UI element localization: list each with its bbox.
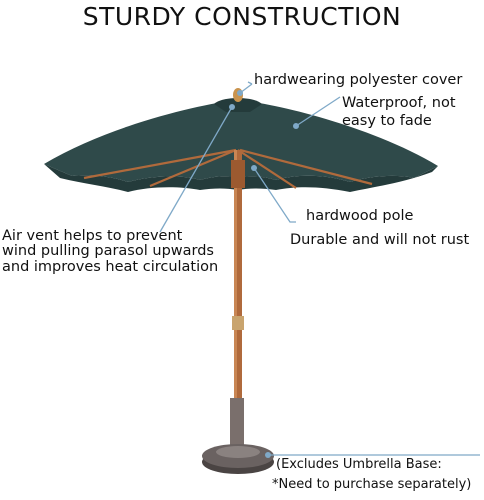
cover-detail-1: Waterproof, not: [342, 95, 456, 111]
umbrella-base: [202, 398, 274, 474]
callout-lines: [159, 81, 480, 456]
wooden-pole: [234, 150, 242, 462]
base-note-2: *Need to purchase separately): [272, 477, 472, 492]
cover-heading: hardwearing polyester cover: [254, 72, 463, 88]
cover-detail-2: easy to fade: [342, 113, 432, 129]
pole-heading: hardwood pole: [306, 208, 414, 224]
base-note-1: (Excludes Umbrella Base:: [276, 457, 442, 472]
vent-line-1: Air vent helps to prevent: [2, 228, 183, 244]
pole-detail: Durable and will not rust: [290, 232, 470, 248]
page-title: STURDY CONSTRUCTION: [82, 2, 402, 31]
vent-line-3: and improves heat circulation: [2, 259, 219, 275]
vent-line-2: wind pulling parasol upwards: [2, 243, 214, 259]
